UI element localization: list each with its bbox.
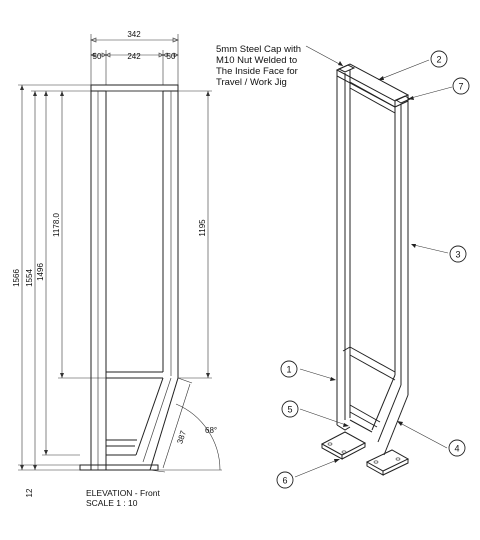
- note-line-1: 5mm Steel Cap with: [216, 44, 301, 55]
- dim-frame-height: 1554: [25, 269, 34, 287]
- dim-brace-length: 387: [175, 429, 188, 445]
- dim-post-height: 1496: [36, 263, 45, 281]
- callout-1: 1: [280, 360, 336, 381]
- elevation-scale: SCALE 1 : 10: [86, 498, 138, 508]
- top-dimensions: 342 50 242 50: [90, 30, 179, 85]
- callout-2: 2: [378, 50, 448, 80]
- dim-right-post: 50: [167, 52, 176, 61]
- note-line-4: Travel / Work Jig: [216, 77, 287, 88]
- note-line-3: The Inside Face for: [216, 66, 298, 77]
- dim-left-post: 50: [93, 52, 102, 61]
- callout-4: 4: [397, 421, 466, 457]
- callout-3: 3: [411, 244, 467, 263]
- dim-right-height: 1195: [198, 219, 207, 237]
- left-dimensions: 1566 1554 1496 1178.0 12: [12, 84, 106, 497]
- dim-brace-angle: 68°: [205, 426, 217, 435]
- steel-cap-note: 5mm Steel Cap with M10 Nut Welded to The…: [216, 44, 344, 88]
- dim-overall-height: 1566: [12, 269, 21, 287]
- frame-elevation: [79, 84, 179, 471]
- callout-label-1: 1: [286, 365, 291, 375]
- callout-label-2: 2: [436, 55, 441, 65]
- dim-overall-width: 342: [127, 30, 141, 39]
- dim-inner-width: 242: [127, 52, 141, 61]
- callout-5: 5: [281, 400, 349, 427]
- callout-6: 6: [276, 459, 340, 489]
- dim-base-plate: 12: [25, 488, 34, 497]
- note-line-2: M10 Nut Welded to: [216, 55, 297, 66]
- right-dimensions: 1195 387 68°: [149, 90, 222, 473]
- frame-isometric: [320, 63, 412, 476]
- isometric-view: 5mm Steel Cap with M10 Nut Welded to The…: [216, 44, 470, 489]
- callout-label-6: 6: [282, 476, 287, 486]
- callout-label-5: 5: [287, 405, 292, 415]
- callout-label-3: 3: [455, 250, 460, 260]
- elevation-caption: ELEVATION - Front: [86, 488, 160, 498]
- dim-upper-opening: 1178.0: [52, 213, 61, 237]
- callout-label-4: 4: [454, 444, 459, 454]
- callout-7: 7: [408, 77, 470, 100]
- front-elevation: 342 50 242 50: [12, 30, 222, 508]
- callout-label-7: 7: [458, 82, 463, 92]
